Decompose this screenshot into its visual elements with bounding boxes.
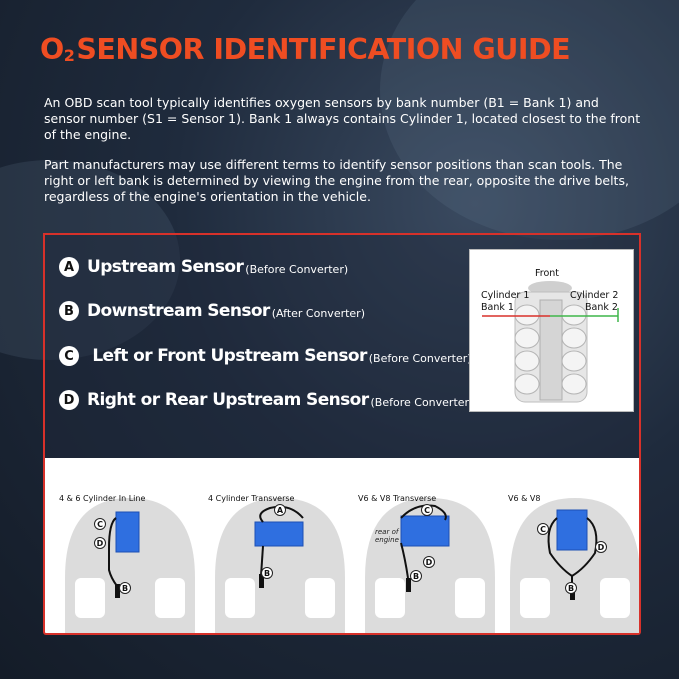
layout-label-v6v8-transverse: V6 & V8 Transverse — [358, 494, 437, 503]
cylinder1-label: Cylinder 1 — [481, 290, 530, 301]
layout-label-inline: 4 & 6 Cylinder In Line — [59, 494, 146, 503]
sensor-d-badge: D — [423, 556, 435, 568]
sensor-b-badge: B — [261, 567, 273, 579]
legend-item-a: A Upstream Sensor (Before Converter) — [59, 254, 348, 280]
legend-note: (Before Converter) — [368, 351, 472, 365]
layout-label-v6v8: V6 & V8 — [508, 494, 541, 503]
front-label: Front — [535, 268, 560, 279]
legend-item-b: B Downstream Sensor (After Converter) — [59, 298, 365, 324]
page-title: O2SENSOR IDENTIFICATION GUIDE — [40, 33, 571, 66]
layouts-illustration — [65, 498, 639, 633]
intro-paragraph: An OBD scan tool typically identifies ox… — [44, 95, 641, 142]
sensor-b-badge: B — [565, 582, 577, 594]
bank1-label: Bank 1 — [481, 302, 514, 313]
sensor-d-badge: D — [595, 541, 607, 553]
bank-paragraph: Part manufacturers may use different ter… — [44, 157, 629, 204]
layout-label-4cyl-transverse: 4 Cylinder Transverse — [208, 494, 295, 503]
sensor-c-badge: C — [421, 504, 433, 516]
sensor-c-badge: C — [537, 523, 549, 535]
legend-name: Left or Front Upstream Sensor — [87, 346, 367, 366]
legend-item-c: C Left or Front Upstream Sensor (Before … — [59, 343, 472, 369]
rear-of-engine-note: rear of engine — [375, 528, 399, 544]
legend-name: Upstream Sensor — [87, 257, 244, 277]
badge-a-icon: A — [59, 257, 79, 277]
legend-note: (Before Converter) — [370, 395, 474, 409]
engine-illustration — [482, 281, 619, 403]
sensor-c-badge: C — [94, 518, 106, 530]
legend-name: Downstream Sensor — [87, 301, 270, 321]
badge-d-icon: D — [59, 390, 79, 410]
badge-c-icon: C — [59, 346, 79, 366]
sensor-b-badge: B — [119, 582, 131, 594]
legend-note: (Before Converter) — [245, 262, 349, 276]
badge-b-icon: B — [59, 301, 79, 321]
legend-item-d: D Right or Rear Upstream Sensor (Before … — [59, 387, 473, 413]
legend-name: Right or Rear Upstream Sensor — [87, 390, 369, 410]
layouts-panel: 4 & 6 Cylinder In Line 4 Cylinder Transv… — [43, 458, 641, 635]
sensor-d-badge: D — [94, 537, 106, 549]
sensor-b-badge: B — [410, 570, 422, 582]
engine-bank-diagram: Front Cylinder 1 Bank 1 Cylinder 2 Bank … — [469, 249, 634, 412]
sensor-a-badge: A — [274, 504, 286, 516]
cylinder2-label: Cylinder 2 — [570, 290, 619, 301]
legend-note: (After Converter) — [271, 306, 365, 320]
bank2-label: Bank 2 — [585, 302, 618, 313]
